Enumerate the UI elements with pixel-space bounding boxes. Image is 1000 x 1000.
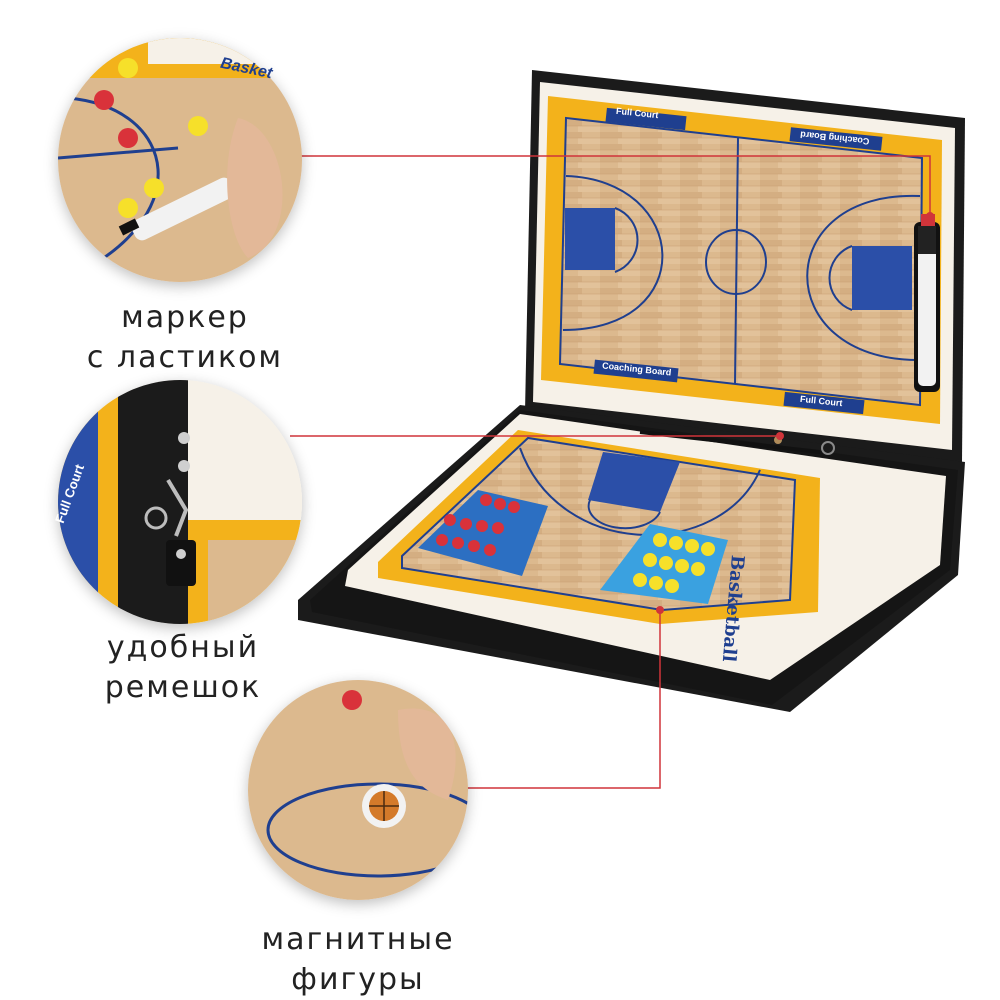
- caption-figures-line1: магнитные: [261, 922, 455, 957]
- caption-marker-line2: с ластиком: [86, 340, 284, 375]
- magnet-zoom-circle: [248, 680, 468, 900]
- caption-figures: магнитные фигуры: [238, 920, 478, 1000]
- strap-zoom-circle: [58, 380, 302, 624]
- caption-strap-line2: ремешок: [104, 670, 262, 705]
- caption-strap: удобный ремешок: [58, 628, 308, 708]
- caption-marker-line1: маркер: [121, 300, 249, 335]
- callout-lines: [290, 155, 931, 789]
- caption-figures-line2: фигуры: [291, 962, 425, 997]
- red-magnet-group: [436, 494, 520, 556]
- upper-panel: [525, 70, 965, 462]
- caption-marker: маркер с ластиком: [70, 298, 300, 378]
- lower-panel: [298, 405, 965, 712]
- caption-strap-line1: удобный: [106, 630, 260, 665]
- yellow-magnet-group: [633, 533, 715, 593]
